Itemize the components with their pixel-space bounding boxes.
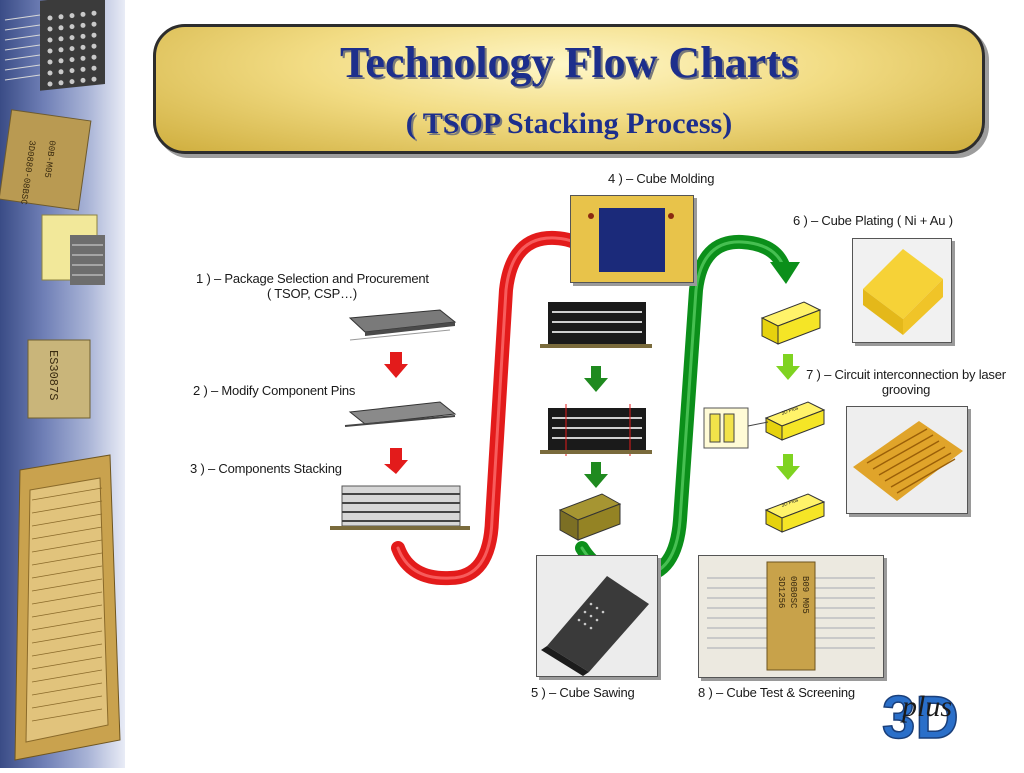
interconnection-detail-icon: [703, 407, 769, 449]
red-down-arrow-1: [384, 352, 408, 378]
component-stack-icon: [330, 485, 470, 530]
small-cube-marking-a: 3D Plus: [781, 405, 800, 417]
side-chip-marking-1: ES3087S: [46, 350, 60, 400]
cube-sawing-photo: [536, 555, 658, 677]
cube-test-photo: 3D1256 00B0SC B09 M05: [698, 555, 884, 678]
light-green-arrow-2: [776, 454, 800, 480]
test-cube-marking-2: 00B0SC: [788, 576, 798, 609]
final-cube-icon: 3D Plus: [764, 493, 826, 533]
step-7-label: 7 ) – Circuit interconnection by laser g…: [804, 367, 1008, 397]
test-cube-marking-3: B09 M05: [800, 576, 810, 614]
modified-package-icon: [344, 401, 457, 427]
step-7-label-line1: 7 ) – Circuit interconnection by laser: [806, 367, 1006, 382]
red-down-arrow-2: [384, 448, 408, 474]
gold-module-icon: 3D0880-08BSC 00B-M05: [0, 109, 92, 211]
step-6-label: 6 ) – Cube Plating ( Ni + Au ): [793, 213, 953, 228]
subtitle-emphasis: ( TSOP: [405, 107, 500, 140]
molded-stack-icon: [540, 302, 652, 348]
test-cube-marking-1: 3D1256: [776, 576, 786, 608]
logo-3d-glyph: 3D: [882, 684, 959, 744]
tsop-package-icon: [348, 309, 457, 341]
step-1-label: 1 ) – Package Selection and Procurement …: [196, 271, 429, 301]
subtitle-rest: Stacking Process): [499, 107, 733, 140]
page-title: Technology Flow Charts: [340, 38, 798, 87]
green-arrow-head: [770, 262, 800, 284]
green-down-arrow-2: [584, 462, 608, 488]
light-green-arrow-1: [776, 354, 800, 380]
side-chips-illustration: 3D0880-08BSC 00B-M05 ES3087S: [0, 0, 121, 761]
side-photo-strip: 3D0880-08BSC 00B-M05 ES3087S: [0, 0, 125, 768]
logo-text: plus: [902, 690, 953, 723]
cube-plating-photo: [852, 238, 952, 343]
yellow-connector-icon: [41, 214, 105, 285]
step-1-label-line1: 1 ) – Package Selection and Procurement: [196, 271, 429, 286]
step-4-label: 4 ) – Cube Molding: [608, 171, 715, 186]
step-1-label-line2: ( TSOP, CSP…): [266, 286, 358, 301]
es-chip-icon: ES3087S: [27, 339, 91, 419]
laser-grooving-photo: [846, 406, 968, 514]
step-3-label: 3 ) – Components Stacking: [190, 461, 342, 476]
company-logo: 3D plus: [880, 684, 1004, 744]
bga-chip-icon: [4, 0, 105, 91]
sawing-stack-icon: [540, 404, 652, 456]
step-8-label: 8 ) – Cube Test & Screening: [698, 685, 855, 700]
small-cube-marking-b: 3D Plus: [781, 497, 800, 509]
large-pga-icon: [14, 454, 121, 761]
page-subtitle: ( TSOP Stacking Process): [156, 107, 982, 141]
grooved-cube-icon: 3D Plus: [764, 401, 826, 441]
sawn-cube-icon: [558, 493, 622, 541]
step-7-label-line2: grooving: [881, 382, 931, 397]
cube-molding-photo: [570, 195, 694, 283]
plated-cube-icon: [760, 301, 822, 345]
step-5-label: 5 ) – Cube Sawing: [531, 685, 635, 700]
green-down-arrow-1: [584, 366, 608, 392]
title-panel: Technology Flow Charts ( TSOP Stacking P…: [153, 24, 985, 154]
step-2-label: 2 ) – Modify Component Pins: [193, 383, 356, 398]
